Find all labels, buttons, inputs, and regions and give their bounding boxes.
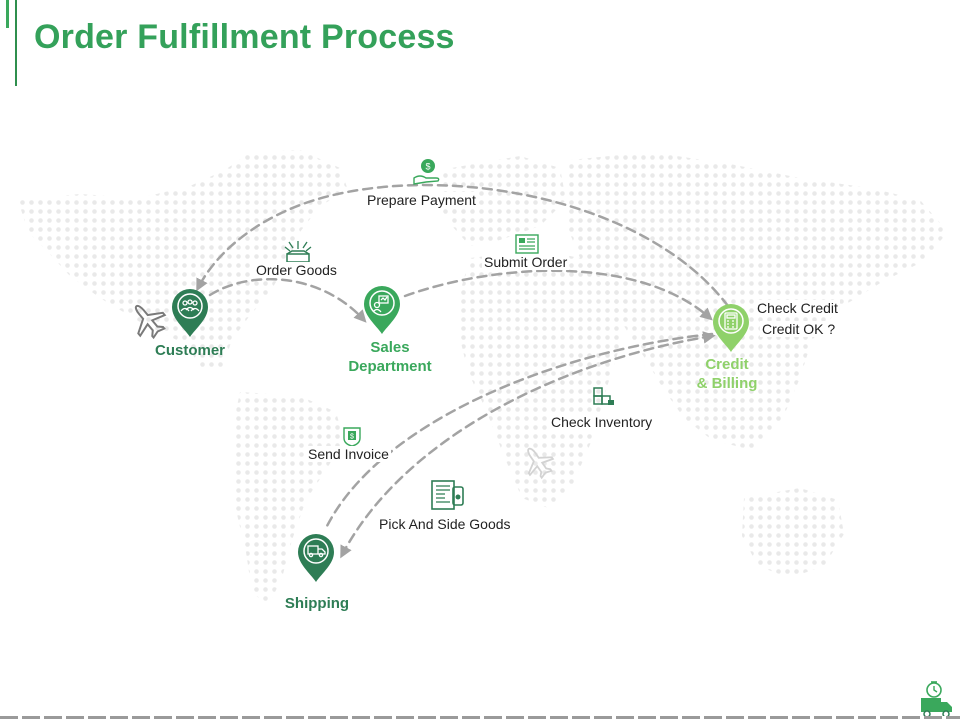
process-arrows	[196, 183, 730, 559]
page-title: Order Fulfillment Process	[34, 18, 455, 56]
send-invoice-label: Send Invoice	[306, 446, 391, 462]
order-form-icon	[515, 234, 539, 254]
title-accent-bar	[6, 0, 9, 28]
pick-goods-label: Pick And Side Goods	[377, 516, 513, 532]
invoice-shield-icon: $	[343, 427, 361, 447]
credit-ok-label: Credit OK ?	[760, 321, 838, 337]
shipping-pin	[298, 534, 334, 582]
delivery-truck-icon	[921, 681, 952, 718]
svg-text:$: $	[425, 162, 430, 172]
delivery-van-icon	[307, 545, 326, 558]
customer-label: Customer	[154, 342, 225, 359]
boxes-stack-icon	[593, 387, 614, 405]
order-goods-label: Order Goods	[254, 262, 339, 278]
people-group-icon	[180, 299, 200, 312]
arrow-sales-to-credit	[403, 269, 713, 321]
prepare-payment-label: Prepare Payment	[365, 192, 478, 208]
sales-chart-icon	[372, 295, 389, 313]
check-credit-label: Check Credit	[755, 300, 840, 316]
airplane-icon	[527, 447, 555, 480]
credit-billing-pin	[713, 304, 749, 352]
credit-billing-label: Credit & Billing	[696, 356, 758, 392]
sales-department-pin	[364, 286, 400, 334]
arrow-shipping-to-credit	[340, 331, 716, 559]
title-accent-line	[15, 0, 17, 86]
airplane-icon	[134, 304, 167, 340]
calculator-icon	[724, 312, 738, 330]
customer-pin	[172, 289, 208, 337]
world-map-dots	[18, 150, 948, 606]
svg-text:$: $	[350, 434, 354, 441]
bottom-rule	[0, 716, 960, 719]
sales-department-label: Sales Department	[348, 339, 432, 375]
arrow-credit-to-customer	[196, 183, 730, 308]
documents-icon	[431, 480, 464, 510]
shipping-label: Shipping	[284, 595, 350, 612]
submit-order-label: Submit Order	[482, 254, 570, 270]
arrow-customer-to-sales	[208, 277, 367, 323]
hand-coin-icon: $	[413, 159, 440, 185]
check-inventory-label: Check Inventory	[549, 414, 655, 430]
